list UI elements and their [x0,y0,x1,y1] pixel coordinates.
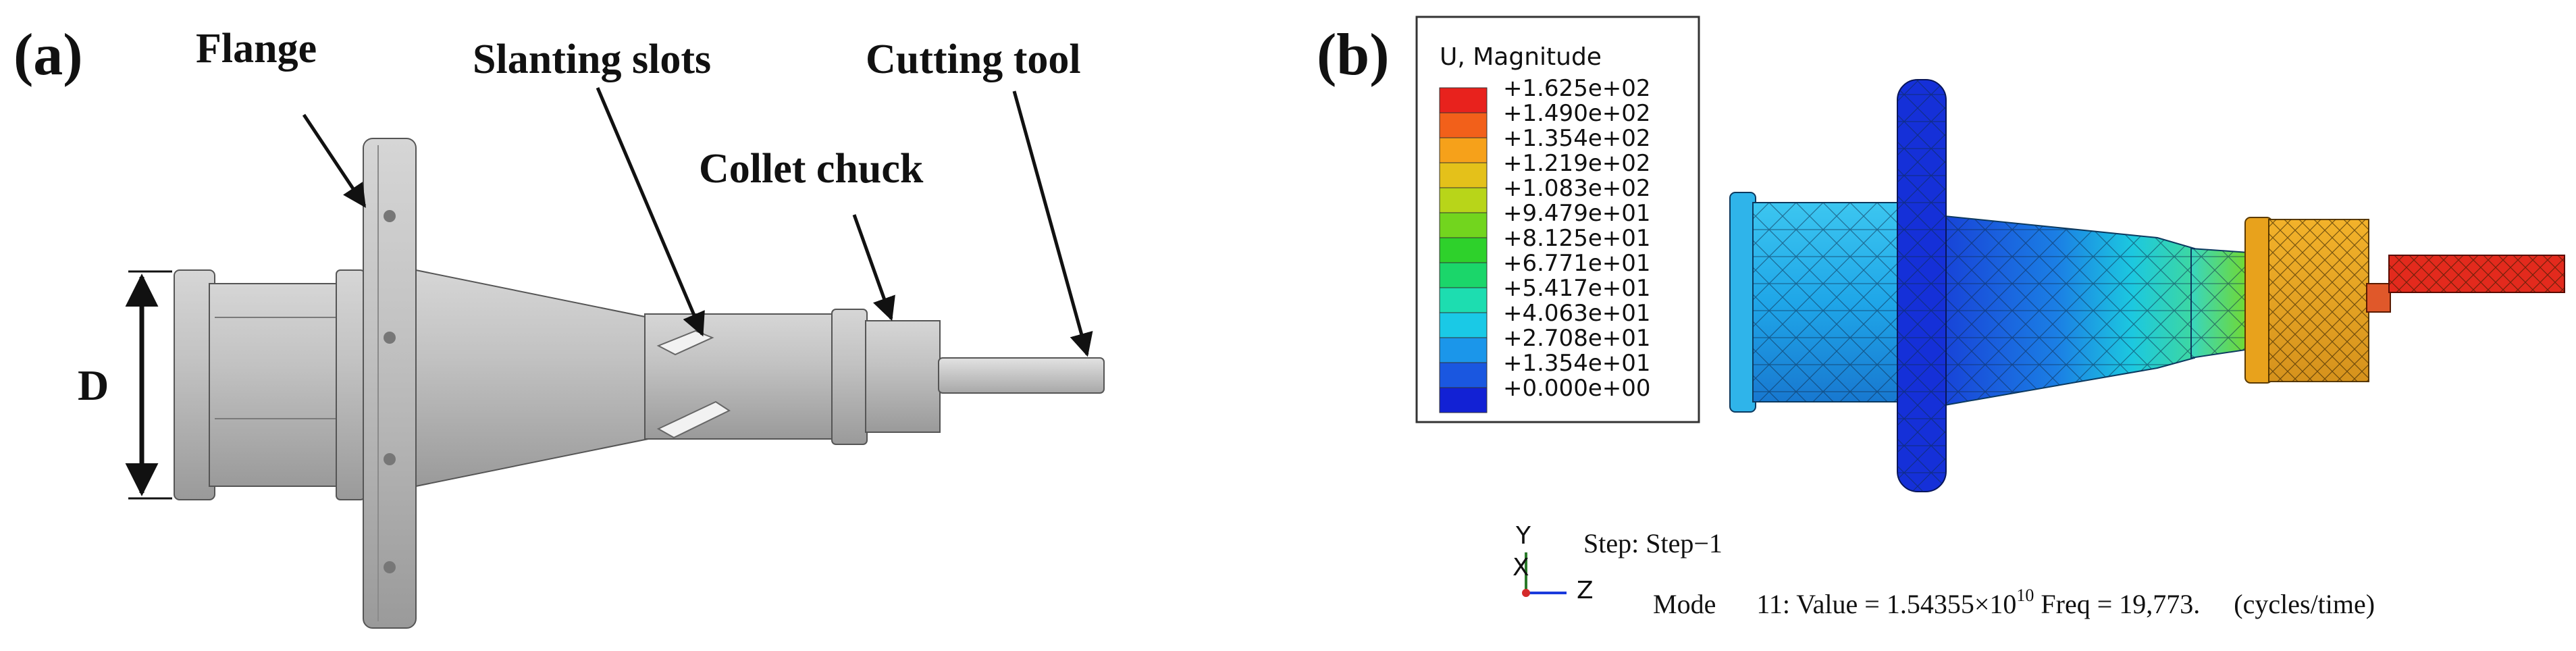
legend-value: +0.000e+00 [1503,375,1651,402]
legend-swatch [1439,387,1488,413]
color-legend: U, Magnitude +1.625e+02+1.490e+02+1.354e… [1415,16,1700,423]
slanting-slot [656,400,731,439]
legend-value: +1.490e+02 [1503,100,1651,127]
legend-swatch [1439,337,1488,363]
triad-x-label: X [1513,554,1529,581]
callout-collet-chuck: Collet chuck [699,146,924,192]
legend-value: +1.354e+01 [1503,350,1651,377]
collet-chuck-body [831,309,941,445]
legend-value: +6.771e+01 [1503,250,1651,277]
slotted-neck [644,313,835,440]
mode-prefix: Mode 11: Value = 1.54355×10 [1653,589,2016,619]
legend-value: +9.479e+01 [1503,200,1651,227]
legend-swatch [1439,137,1488,163]
callout-collet-chuck-arrow [852,214,895,321]
legend-swatch [1439,212,1488,238]
mode-label: Mode 11: Value = 1.54355×1010 Freq = 19,… [1653,585,2375,619]
callout-slanting-slots: Slanting slots [473,36,711,82]
flange [363,138,417,629]
callout-cutting-tool: Cutting tool [866,36,1081,82]
triad-y-label: Y [1515,522,1531,550]
legend-value: +4.063e+01 [1503,300,1651,327]
callout-slanting-slots-arrow [596,87,705,337]
mode-suffix: Freq = 19,773. (cycles/time) [2034,589,2375,619]
legend-value: +1.083e+02 [1503,175,1651,202]
panel-b: (b) U, Magnitude +1.625e+02+1.490e+02+1.… [1317,16,2565,619]
legend-swatch [1439,87,1488,113]
panel-b-label: (b) [1317,22,1390,88]
fem-model [1729,79,2565,492]
legend-title: U, Magnitude [1440,43,1602,71]
legend-swatch [1439,362,1488,388]
legend-swatch [1439,162,1488,188]
legend-swatch [1439,262,1488,288]
conical-body [415,269,649,488]
callout-flange-arrow [302,113,367,208]
legend-rows: +1.625e+02+1.490e+02+1.354e+02+1.219e+02… [1439,75,1651,413]
coordinate-triad: Y X Z [1513,522,1594,604]
panel-a-label: (a) [14,22,83,88]
legend-value: +2.708e+01 [1503,325,1651,352]
panel-a: (a) [14,22,1105,629]
legend-swatch [1439,287,1488,313]
legend-swatch [1439,237,1488,263]
legend-value: +1.219e+02 [1503,150,1651,177]
callout-cutting-tool-arrow [1012,90,1093,357]
step-label: Step: Step−1 [1583,528,1723,558]
legend-value: +1.354e+02 [1503,125,1651,152]
legend-swatch [1439,112,1488,138]
legend-value: +1.625e+02 [1503,75,1651,102]
dimension-d-label: D [78,361,109,409]
mode-exponent: 10 [2016,585,2034,605]
legend-swatch [1439,312,1488,338]
callout-flange: Flange [196,26,317,72]
legend-value: +5.417e+01 [1503,275,1651,302]
tool-holder-rear-cylinder [174,269,365,500]
legend-value: +8.125e+01 [1503,225,1651,252]
legend-swatch [1439,187,1488,213]
cutting-tool-body [938,357,1105,394]
dimension-d: D [78,270,172,500]
triad-z-label: Z [1577,577,1594,604]
